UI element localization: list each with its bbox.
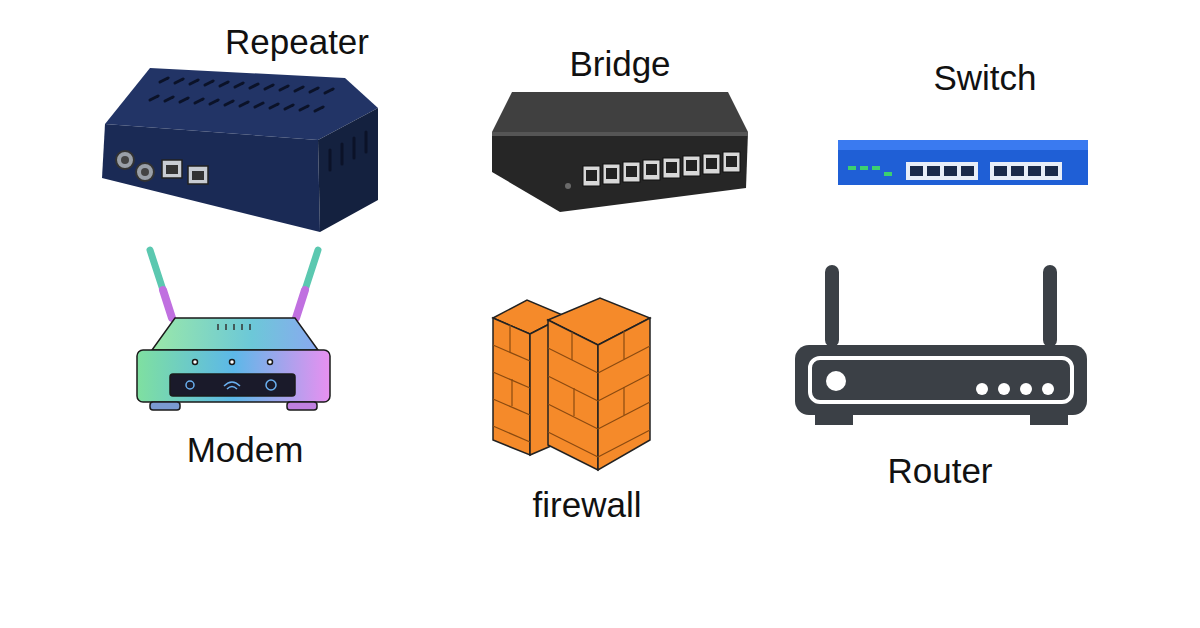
repeater-device [102, 68, 378, 232]
device-label: Bridge [569, 45, 670, 84]
device-label: Modem [187, 431, 304, 470]
modem-device [137, 250, 330, 410]
device-label: Router [887, 452, 992, 491]
router-icon [795, 265, 1087, 425]
device-label: Switch [933, 59, 1036, 98]
firewall-icon [493, 298, 650, 470]
bridge-device [492, 92, 748, 212]
device-label: Repeater [225, 23, 369, 62]
switch-device [838, 140, 1088, 185]
device-label: firewall [533, 486, 642, 525]
